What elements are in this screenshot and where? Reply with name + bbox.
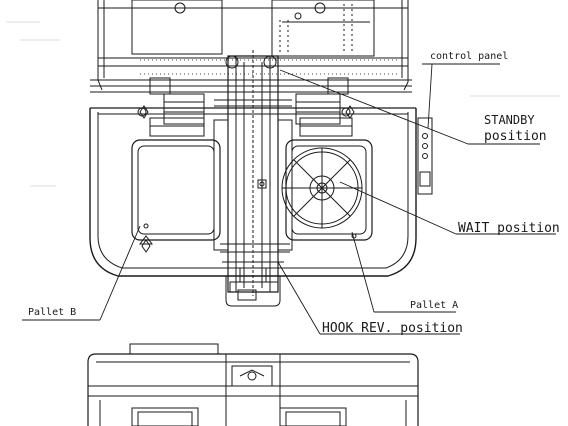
upper-frame — [90, 0, 412, 92]
control-panel-label: control panel — [430, 51, 509, 62]
standby-label-line1: STANDBY — [484, 113, 535, 127]
standby-label-line2: position — [484, 129, 547, 144]
scan-artifacts — [6, 22, 560, 186]
hook-rev-position-label: HOOK REV. position — [322, 321, 463, 336]
pallet-b-label: Pallet B — [28, 307, 77, 318]
leader-lines — [22, 64, 556, 334]
wait-position-label: WAIT position — [458, 221, 560, 236]
clamp-assemblies — [140, 78, 354, 252]
central-column — [214, 50, 292, 296]
pallet-b-box — [132, 108, 220, 244]
control-panel-unit — [418, 118, 432, 194]
pallet-a-label: Pallet A — [410, 300, 459, 311]
lower-machine — [88, 344, 418, 426]
pallet-a-box — [282, 108, 372, 240]
